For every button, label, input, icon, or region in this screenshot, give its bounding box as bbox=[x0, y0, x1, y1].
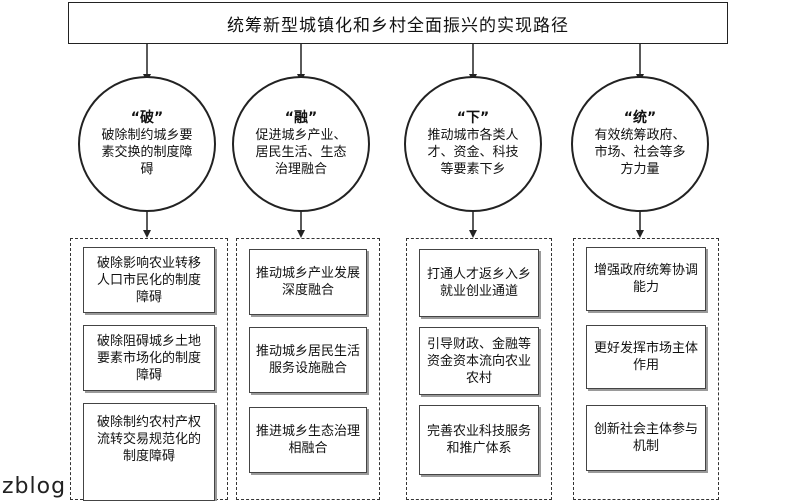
group-rong-item: 推动城乡产业发展深度融合 bbox=[249, 249, 367, 315]
group-xia-item: 引导财政、金融等资金资本流向农业农村 bbox=[419, 327, 539, 395]
group-xia-item: 完善农业科技服务和推广体系 bbox=[419, 405, 539, 475]
oval-rong-description: 促进城乡产业、居民生活、生态治理融合 bbox=[255, 128, 347, 177]
group-po-item: 破除影响农业转移人口市民化的制度障碍 bbox=[83, 247, 215, 313]
diagram-title: 统筹新型城镇化和乡村全面振兴的实现路径 bbox=[68, 2, 728, 44]
oval-po: “破” 破除制约城乡要素交换的制度障碍 bbox=[78, 76, 216, 212]
oval-tong-keyword: “统” bbox=[623, 110, 657, 126]
oval-xia-description: 推动城市各类人才、资金、科技等要素下乡 bbox=[427, 128, 519, 177]
group-tong-item: 更好发挥市场主体作用 bbox=[586, 325, 706, 389]
oval-tong: “统” 有效统筹政府、市场、社会等多方力量 bbox=[571, 76, 709, 212]
oval-po-keyword: “破” bbox=[130, 110, 164, 126]
group-xia-item: 打通人才返乡入乡就业创业通道 bbox=[419, 249, 539, 317]
oval-xia: “下” 推动城市各类人才、资金、科技等要素下乡 bbox=[404, 76, 542, 212]
oval-rong-keyword: “融” bbox=[284, 110, 318, 126]
group-po-item: 破除制约农村产权流转交易规范化的制度障碍 bbox=[83, 403, 215, 501]
oval-xia-keyword: “下” bbox=[456, 110, 490, 126]
group-tong-item: 增强政府统筹协调能力 bbox=[586, 247, 706, 311]
oval-rong: “融” 促进城乡产业、居民生活、生态治理融合 bbox=[232, 76, 370, 212]
watermark-text: zblog bbox=[2, 474, 67, 499]
group-rong-item: 推动城乡居民生活服务设施融合 bbox=[249, 327, 367, 393]
oval-po-description: 破除制约城乡要素交换的制度障碍 bbox=[101, 128, 193, 177]
group-po-item: 破除阻碍城乡土地要素市场化的制度障碍 bbox=[83, 325, 215, 391]
group-tong: 增强政府统筹协调能力 更好发挥市场主体作用 创新社会主体参与机制 bbox=[573, 238, 719, 500]
group-tong-item: 创新社会主体参与机制 bbox=[586, 405, 706, 471]
group-po: 破除影响农业转移人口市民化的制度障碍 破除阻碍城乡土地要素市场化的制度障碍 破除… bbox=[70, 238, 228, 501]
oval-tong-description: 有效统筹政府、市场、社会等多方力量 bbox=[594, 128, 686, 177]
group-rong: 推动城乡产业发展深度融合 推动城乡居民生活服务设施融合 推进城乡生态治理相融合 bbox=[236, 238, 380, 500]
group-xia: 打通人才返乡入乡就业创业通道 引导财政、金融等资金资本流向农业农村 完善农业科技… bbox=[406, 238, 552, 500]
group-rong-item: 推进城乡生态治理相融合 bbox=[249, 407, 367, 473]
